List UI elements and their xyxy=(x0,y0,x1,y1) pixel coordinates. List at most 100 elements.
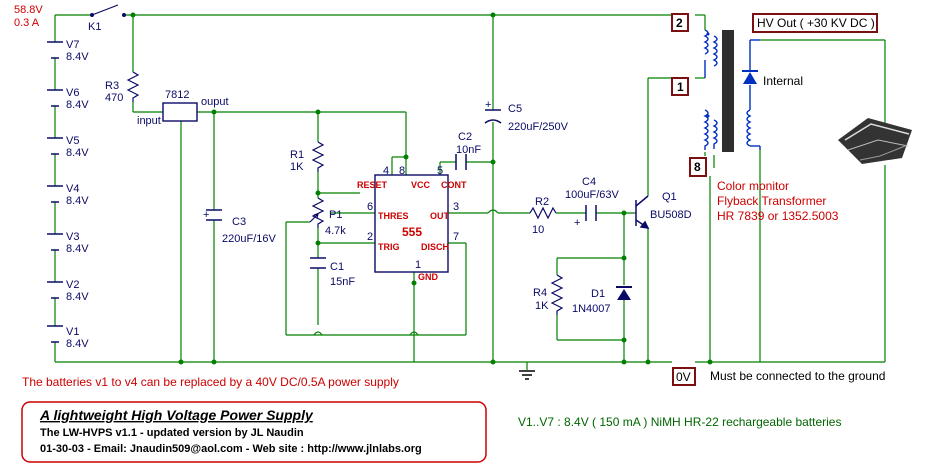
c4-value: 100uF/63V xyxy=(565,189,619,201)
r3-value: 470 xyxy=(105,92,123,104)
supply-voltage: 58.8V xyxy=(14,4,43,16)
c2-value: 10nF xyxy=(456,144,481,156)
resistor-r2 xyxy=(529,206,557,220)
regulator-name: 7812 xyxy=(165,89,189,101)
label-vcc: VCC xyxy=(411,180,431,190)
r2-name: R2 xyxy=(535,196,549,208)
battery-v1-value: 8.4V xyxy=(66,338,89,350)
pin-7: 7 xyxy=(453,231,459,243)
r3-name: R3 xyxy=(105,80,119,92)
p1-wiper xyxy=(309,213,319,223)
label-thres: THRES xyxy=(378,211,409,221)
regulator-input-label: input xyxy=(137,115,161,127)
pin-box-2 xyxy=(671,13,689,32)
battery-spec-note: V1..V7 : 8.4V ( 150 mA ) NiMH HR-22 rech… xyxy=(518,415,841,429)
pin-3: 3 xyxy=(453,201,459,213)
regulator-7812 xyxy=(162,102,198,122)
regulator-output-label: ouput xyxy=(201,96,229,108)
battery-v2-name: V2 xyxy=(66,279,79,291)
c1-name: C1 xyxy=(330,261,344,273)
diode-d1 xyxy=(616,286,632,300)
resistor-r3 xyxy=(126,71,140,102)
transformer-desc-3: HR 7839 or 1352.5003 xyxy=(717,209,839,223)
transformer-desc-2: Flyback Transformer xyxy=(717,194,826,208)
hv-out-box xyxy=(752,13,878,33)
p1-value: 4.7k xyxy=(325,225,346,237)
pin-box-1 xyxy=(671,77,689,96)
pin-5: 5 xyxy=(437,165,443,177)
pin-6: 6 xyxy=(367,201,373,213)
pin-box-8 xyxy=(689,157,707,177)
title-line-2: 01-30-03 - Email: Jnaudin509@aol.com - W… xyxy=(40,443,422,455)
ground-note: Must be connected to the ground xyxy=(710,369,885,383)
battery-v7-name: V7 xyxy=(66,39,79,51)
hv-cable-icon xyxy=(838,118,912,164)
label-gnd: GND xyxy=(418,272,439,282)
battery-v5-value: 8.4V xyxy=(66,147,89,159)
resistor-r1 xyxy=(311,141,325,172)
label-reset: RESET xyxy=(357,180,388,190)
r2-value: 10 xyxy=(532,224,544,236)
capacitors xyxy=(206,109,597,269)
q1-value: BU508D xyxy=(650,209,692,221)
c3-value: 220uF/16V xyxy=(222,233,276,245)
hv-out-label: HV Out ( +30 KV DC ) xyxy=(757,16,875,30)
battery-v4-value: 8.4V xyxy=(66,195,89,207)
battery-v3-name: V3 xyxy=(66,231,79,243)
junction-dots xyxy=(130,12,713,365)
flyback-transformer xyxy=(703,29,761,152)
pin-8: 8 xyxy=(399,165,405,177)
p1-name: P1 xyxy=(329,209,342,221)
title: A lightweight High Voltage Power Supply xyxy=(39,407,314,423)
c5-name: C5 xyxy=(508,103,522,115)
pin-2-label: 2 xyxy=(676,16,683,30)
label-cont: CONT xyxy=(441,180,467,190)
label-trig: TRIG xyxy=(378,242,400,252)
q1-name: Q1 xyxy=(662,191,677,203)
pin-8-label: 8 xyxy=(694,160,701,174)
label-disch: DISCH xyxy=(421,242,449,252)
pin-1-label: 1 xyxy=(677,80,684,94)
batteries-note: The batteries v1 to v4 can be replaced b… xyxy=(22,375,399,389)
potentiometer-p1 xyxy=(311,197,325,228)
pin-1: 1 xyxy=(415,259,421,271)
ic-555 xyxy=(374,174,449,273)
c4-plus: + xyxy=(574,217,580,229)
resistor-r4 xyxy=(550,274,564,315)
battery-v2-value: 8.4V xyxy=(66,291,89,303)
battery-v7-value: 8.4V xyxy=(66,51,89,63)
title-block xyxy=(21,401,487,463)
battery-v4-name: V4 xyxy=(66,183,79,195)
transistor-q1 xyxy=(635,195,650,229)
transformer-desc-1: Color monitor xyxy=(717,179,789,193)
switch-label: K1 xyxy=(88,21,101,33)
r1-name: R1 xyxy=(290,149,304,161)
c3-plus: + xyxy=(203,209,209,221)
battery-cells xyxy=(47,41,63,343)
c5-value: 220uF/250V xyxy=(508,121,569,133)
battery-v6-value: 8.4V xyxy=(66,99,89,111)
c1-value: 15nF xyxy=(330,276,355,288)
internal-label: Internal xyxy=(763,74,803,88)
c5-plus: + xyxy=(485,99,491,111)
pin-4: 4 xyxy=(383,165,389,177)
r4-value: 1K xyxy=(535,300,549,312)
battery-v1-name: V1 xyxy=(66,326,79,338)
ic-name: 555 xyxy=(402,225,422,239)
r1-value: 1K xyxy=(290,161,304,173)
c4-name: C4 xyxy=(582,176,596,188)
title-line-1: The LW-HVPS v1.1 - updated version by JL… xyxy=(40,427,304,439)
pin-0v-label: 0V xyxy=(676,370,691,384)
battery-v6-name: V6 xyxy=(66,87,79,99)
pin-2: 2 xyxy=(367,231,373,243)
pin-box-0v xyxy=(672,367,696,386)
d1-name: D1 xyxy=(591,288,605,300)
supply-current: 0.3 A xyxy=(14,17,40,29)
r4-name: R4 xyxy=(533,287,547,299)
ground-symbol xyxy=(519,370,535,380)
switch-k1 xyxy=(90,4,126,17)
label-out: OUT xyxy=(430,211,450,221)
c2-name: C2 xyxy=(458,131,472,143)
battery-v5-name: V5 xyxy=(66,135,79,147)
